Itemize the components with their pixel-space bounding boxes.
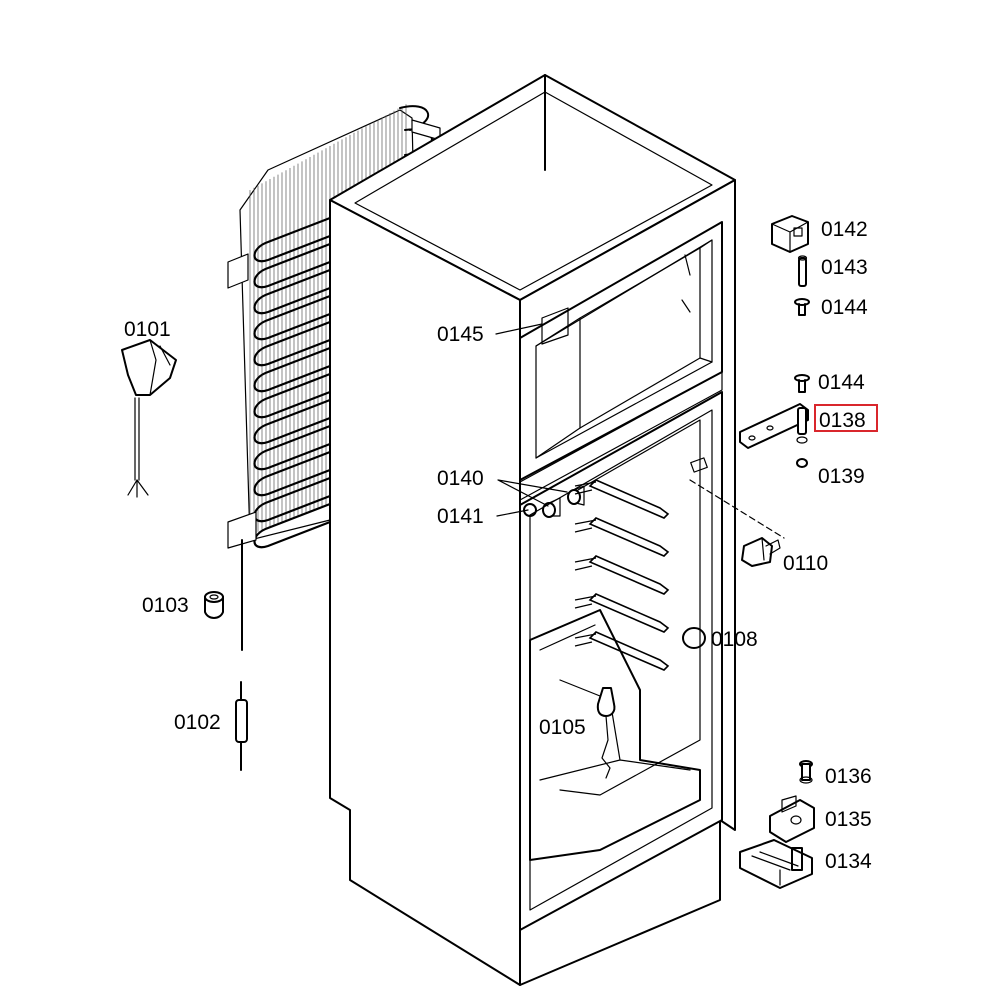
mains-plug-part bbox=[121, 339, 177, 498]
drier-filter-part bbox=[235, 681, 248, 771]
hinge-pin-part bbox=[797, 255, 808, 287]
leader-lines bbox=[495, 323, 568, 517]
rating-label-plate bbox=[541, 307, 569, 345]
thermostat-probe-part bbox=[596, 687, 616, 779]
callout-0145: 0145 bbox=[437, 323, 484, 346]
callout-0134: 0134 bbox=[825, 850, 872, 873]
fridge-compartment bbox=[519, 391, 723, 931]
cabinet-left-side bbox=[329, 199, 521, 986]
callout-0143: 0143 bbox=[821, 256, 868, 279]
callout-0138: 0138 bbox=[819, 409, 866, 432]
callout-0135: 0135 bbox=[825, 808, 872, 831]
washer-part bbox=[796, 458, 808, 468]
callout-0139: 0139 bbox=[818, 465, 865, 488]
callout-0136: 0136 bbox=[825, 765, 872, 788]
condenser-tube-loops bbox=[253, 216, 331, 549]
lower-hinge-bracket-part bbox=[769, 795, 815, 843]
callout-0103: 0103 bbox=[142, 594, 189, 617]
callout-0110: 0110 bbox=[783, 552, 828, 575]
callout-0142: 0142 bbox=[821, 218, 868, 241]
middle-hinge-part bbox=[739, 403, 809, 449]
callout-0144-middle: 0144 bbox=[818, 371, 865, 394]
bottom-hinge-part bbox=[739, 839, 813, 889]
thermostat-knob-parts bbox=[523, 485, 585, 518]
condenser-bracket-top bbox=[411, 119, 441, 141]
grommet-part bbox=[204, 591, 224, 619]
condenser-bracket-left bbox=[227, 253, 249, 289]
callout-0101: 0101 bbox=[124, 318, 171, 341]
lamp-housing-part bbox=[689, 457, 785, 567]
callout-0140: 0140 bbox=[437, 467, 484, 490]
bolt-part bbox=[799, 760, 813, 784]
crisper-area bbox=[529, 609, 701, 861]
hinge-cap-part bbox=[771, 215, 809, 253]
round-cover-plate bbox=[682, 627, 706, 649]
callout-0102: 0102 bbox=[174, 711, 221, 734]
shelf-support-rails bbox=[574, 479, 670, 671]
callout-0141: 0141 bbox=[437, 505, 484, 528]
highlight-box-0138 bbox=[814, 404, 878, 432]
screw-part-top bbox=[794, 298, 810, 316]
callout-0105: 0105 bbox=[539, 716, 586, 739]
callout-0108: 0108 bbox=[711, 628, 758, 651]
screw-part-middle bbox=[794, 374, 810, 393]
refrigerator-cabinet bbox=[329, 74, 736, 986]
condenser-bracket-bottom bbox=[227, 511, 257, 549]
callout-0144-top: 0144 bbox=[821, 296, 868, 319]
